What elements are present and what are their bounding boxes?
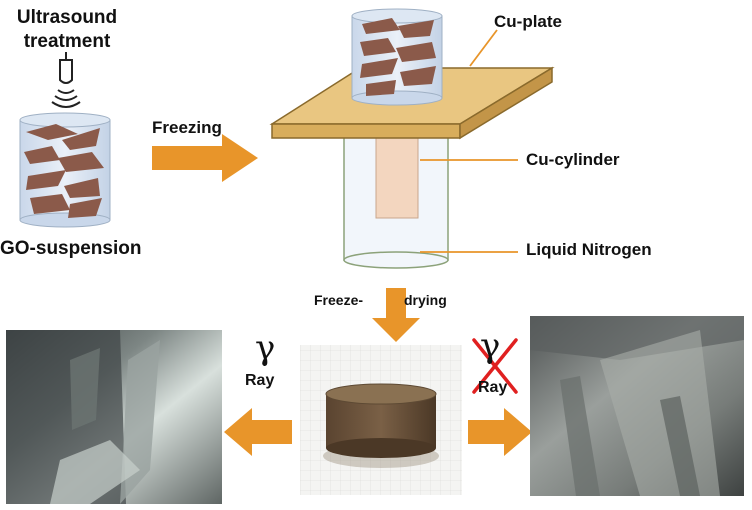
ultrasound-label-line2: treatment xyxy=(23,31,111,52)
aerogel-photo xyxy=(300,345,462,495)
liquid-nitrogen-label: Liquid Nitrogen xyxy=(526,240,652,259)
red-cross-icon xyxy=(472,338,518,394)
left-gamma-arrow xyxy=(224,408,292,456)
freeze-label: Freeze- xyxy=(314,292,364,308)
irradiated-sample-photo xyxy=(6,330,222,504)
go-suspension-label: GO-suspension xyxy=(0,238,142,259)
go-flakes xyxy=(24,124,104,218)
cu-cylinder-label: Cu-cylinder xyxy=(526,150,620,169)
gamma-right-symbol: γ xyxy=(480,326,501,366)
ultrasound-label: Ultrasound treatment xyxy=(8,6,126,54)
go-suspension-vessel xyxy=(19,112,111,228)
freezing-arrow xyxy=(152,134,258,182)
ultrasound-probe-icon xyxy=(51,52,81,108)
ray-left-label: Ray xyxy=(245,372,275,389)
freezing-label: Freezing xyxy=(152,118,222,137)
cu-plate-label: Cu-plate xyxy=(494,12,562,31)
gamma-left-symbol: γ xyxy=(255,328,276,368)
non-irradiated-sample-photo xyxy=(530,316,744,496)
ray-right-label: Ray xyxy=(478,379,508,396)
cu-cylinder xyxy=(375,135,419,219)
drying-label: drying xyxy=(404,292,447,308)
ultrasound-label-line1: Ultrasound xyxy=(16,7,118,28)
frozen-sample-vessel xyxy=(351,8,443,106)
freeze-drying-arrow xyxy=(372,288,420,342)
right-no-gamma-arrow xyxy=(468,408,532,456)
leader-lines xyxy=(420,29,518,253)
